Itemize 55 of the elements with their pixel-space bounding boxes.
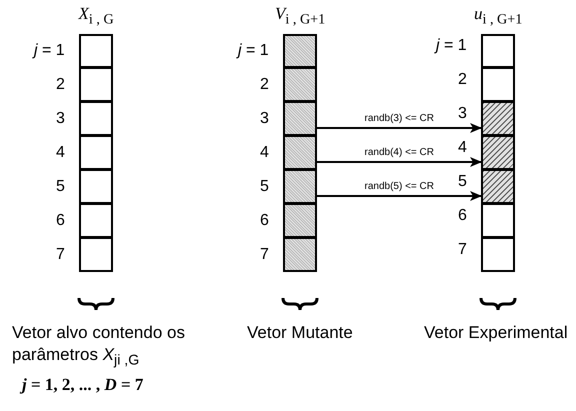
row-index: 7 <box>458 241 467 259</box>
row-index: 2 <box>56 76 65 94</box>
vector-cell <box>79 136 113 170</box>
row-index: j = 1 <box>436 37 467 55</box>
edge-label: randb(4) <= CR <box>362 147 436 159</box>
row-index: 4 <box>260 144 269 162</box>
vector-symbol: u$_{i , G+1}$ <box>474 4 522 28</box>
row-index: 6 <box>260 212 269 230</box>
vector-cell <box>481 238 515 272</box>
row-index: 4 <box>458 139 467 157</box>
arrow <box>317 157 482 167</box>
vector-cell <box>481 34 515 68</box>
arrow <box>317 123 482 133</box>
edge-label: randb(3) <= CR <box>362 113 436 125</box>
arrow <box>317 191 482 201</box>
row-index: 7 <box>260 246 269 264</box>
row-index: 7 <box>56 246 65 264</box>
vector-cell <box>79 238 113 272</box>
vector-cell <box>481 102 515 136</box>
vector-cell <box>79 68 113 102</box>
vector-cell <box>79 170 113 204</box>
vector-cell <box>481 136 515 170</box>
row-index: 3 <box>260 110 269 128</box>
row-index: 5 <box>458 173 467 191</box>
vector-cell <box>283 102 317 136</box>
row-index: 3 <box>56 110 65 128</box>
vector-caption: Vetor Mutante <box>247 322 353 344</box>
vector-cell <box>283 136 317 170</box>
row-index: 3 <box>458 105 467 123</box>
vector-caption: Vetor Experimental <box>424 322 568 344</box>
row-index: j = 1 <box>238 42 269 60</box>
vector-symbol: X$_{i , G}$ <box>78 4 114 28</box>
vector-symbol: V$_{i , G+1}$ <box>275 4 326 28</box>
index-range-formula: j = 1, 2, ... , D = 7 <box>22 375 144 395</box>
vector-cell <box>481 170 515 204</box>
vector-cell <box>283 238 317 272</box>
row-index: 5 <box>260 178 269 196</box>
vector-cell <box>79 204 113 238</box>
row-index: 6 <box>56 212 65 230</box>
row-index: 2 <box>458 71 467 89</box>
vector-cell <box>481 204 515 238</box>
row-index: 6 <box>458 207 467 225</box>
edge-label: randb(5) <= CR <box>362 181 436 193</box>
vector-cell <box>79 102 113 136</box>
vector-cell <box>283 68 317 102</box>
row-index: 4 <box>56 144 65 162</box>
vector-cell <box>79 34 113 68</box>
vector-cell <box>283 34 317 68</box>
vector-cell <box>481 68 515 102</box>
vector-caption: Vetor alvo contendo os parâmetros X$_{ji ,G}$ <box>12 322 186 370</box>
row-index: 2 <box>260 76 269 94</box>
row-index: 5 <box>56 178 65 196</box>
vector-cell <box>283 170 317 204</box>
row-index: j = 1 <box>34 42 65 60</box>
vector-cell <box>283 204 317 238</box>
